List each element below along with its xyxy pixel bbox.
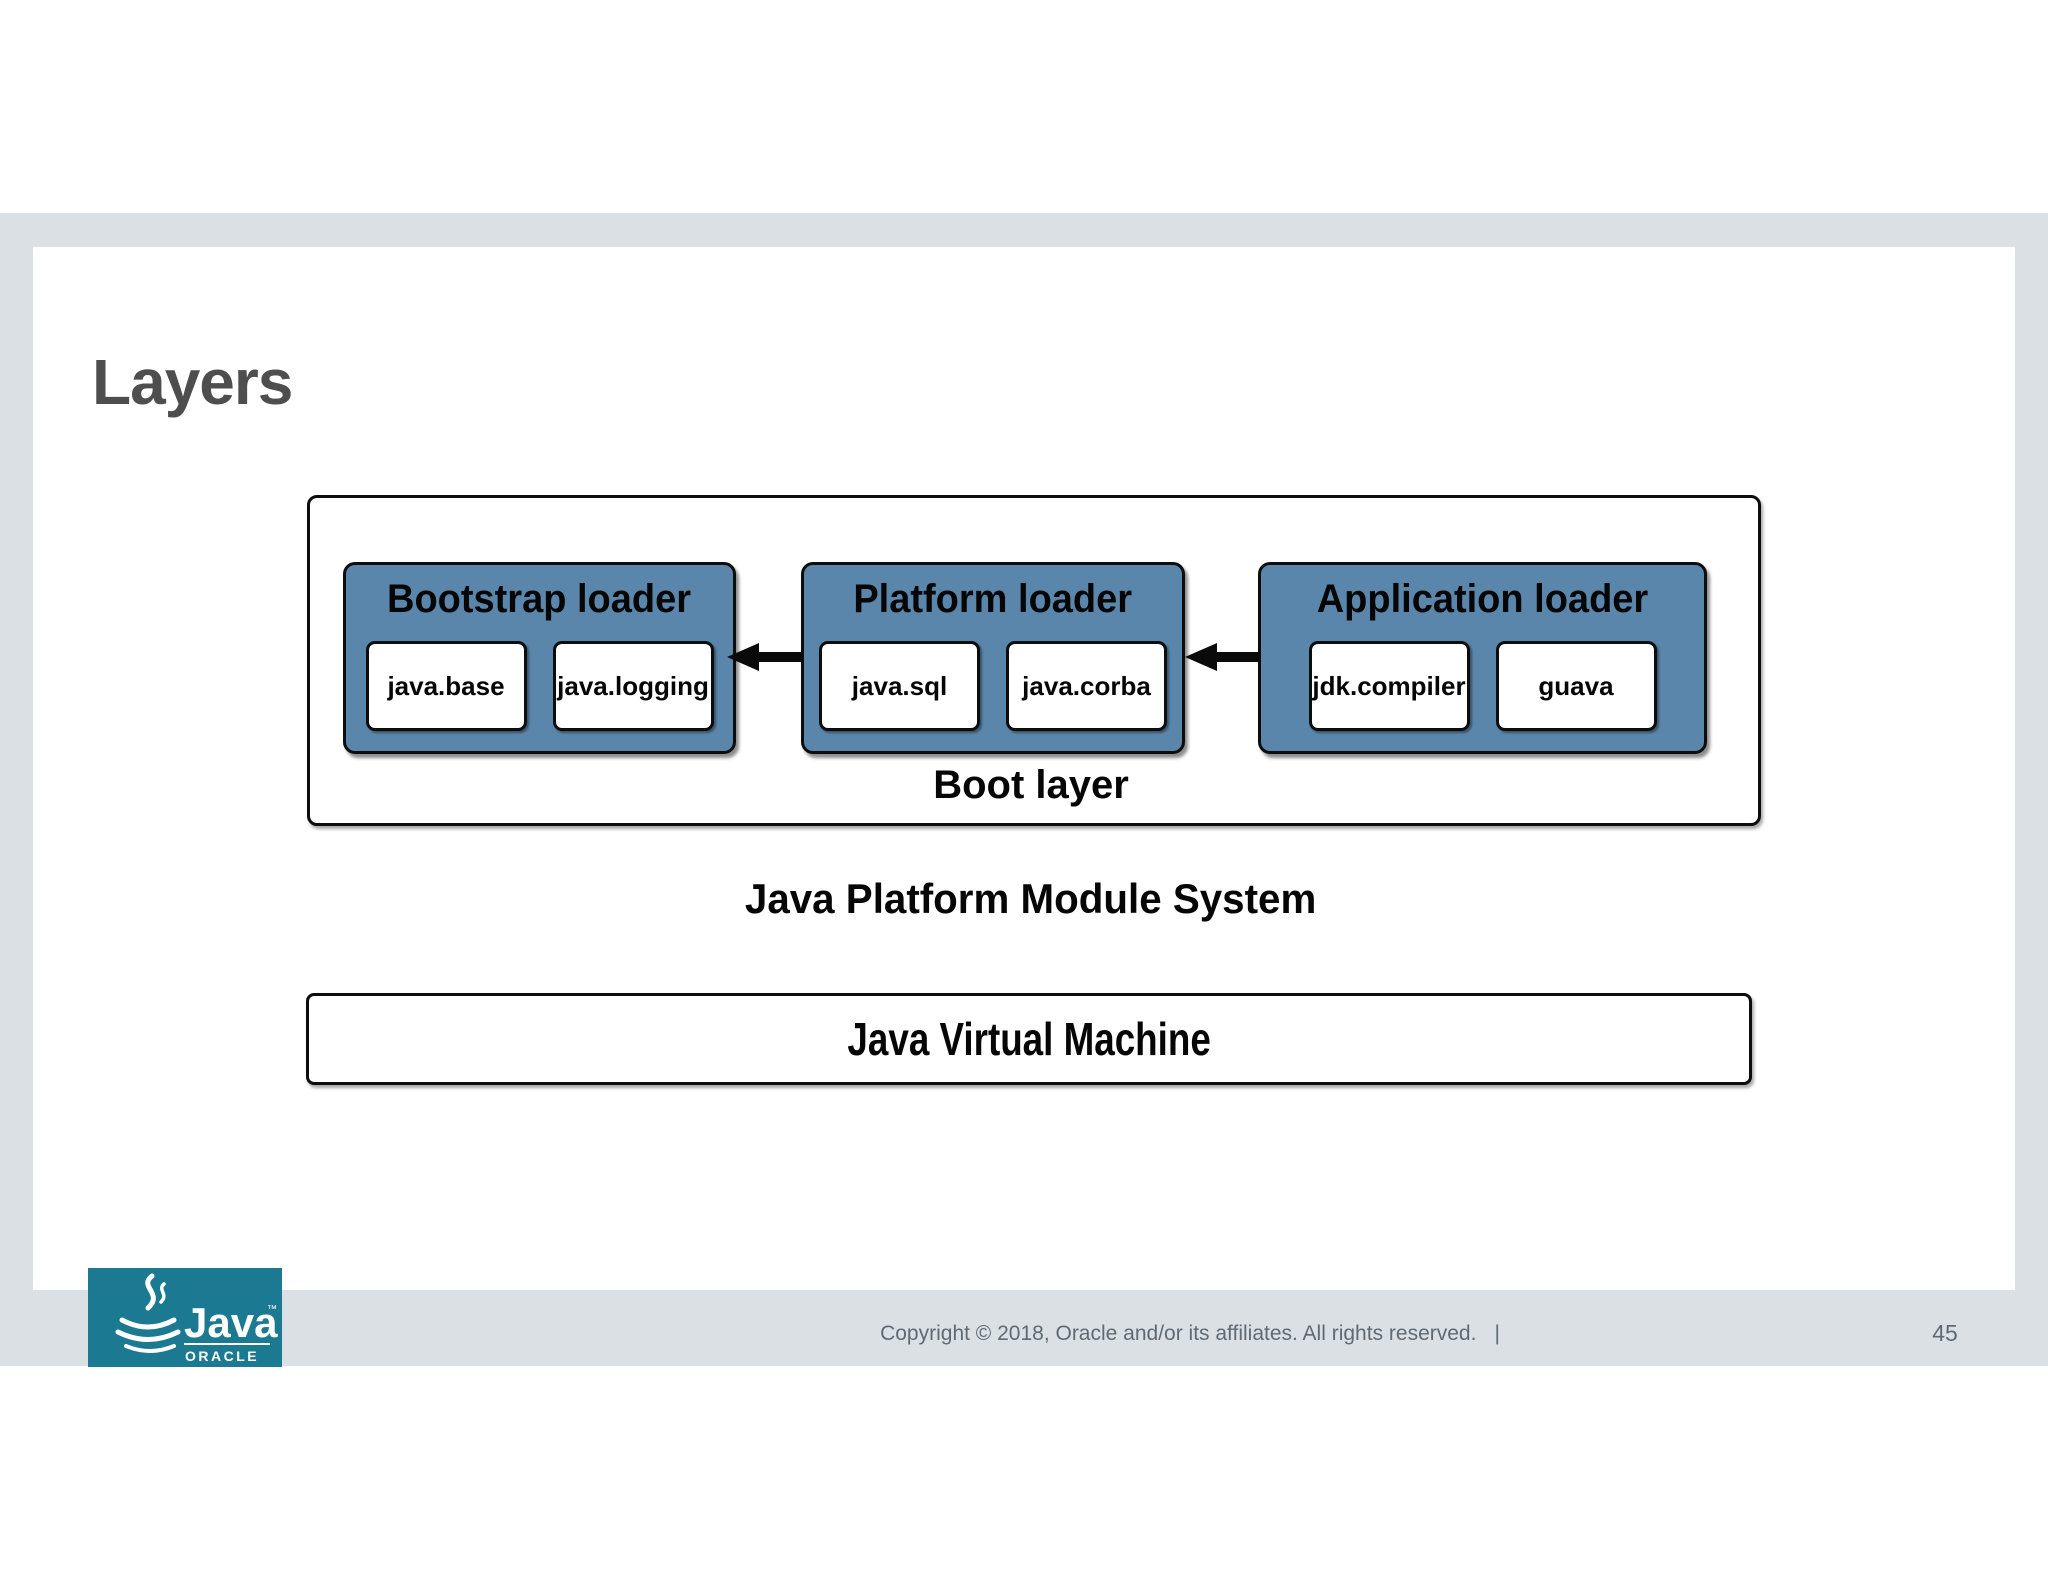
- java-oracle-logo: Java ™ ORACLE: [88, 1268, 282, 1367]
- module-label: java.base: [387, 670, 505, 701]
- module-label: guava: [1538, 670, 1614, 701]
- page-title: Layers: [92, 346, 293, 418]
- cup-arc-icon: [119, 1317, 177, 1330]
- module-box: guava: [1495, 641, 1657, 731]
- java-logo-icon: Java ™ ORACLE: [115, 1273, 278, 1364]
- slide-content-area: Layers Bootstrap loader java.base java.l…: [33, 247, 2015, 1290]
- logo-divider-line: [184, 1343, 270, 1345]
- logo-trademark: ™: [267, 1304, 277, 1315]
- module-row: java.sql java.corba: [804, 641, 1182, 731]
- footer-divider: |: [1494, 1322, 1500, 1345]
- module-row: java.base java.logging: [346, 641, 733, 731]
- logo-company-text: ORACLE: [185, 1348, 259, 1364]
- module-label: jdk.compiler: [1312, 670, 1466, 701]
- jvm-box: Java Virtual Machine: [306, 993, 1752, 1085]
- bootstrap-loader-box: Bootstrap loader java.base java.logging: [343, 562, 736, 754]
- copyright-text: Copyright © 2018, Oracle and/or its affi…: [880, 1322, 1500, 1345]
- loader-title: Bootstrap loader: [387, 577, 692, 621]
- cup-arc-icon: [115, 1329, 181, 1342]
- loader-title: Application loader: [1316, 577, 1649, 621]
- page-number: 45: [1932, 1320, 1958, 1346]
- module-label: java.sql: [851, 670, 948, 701]
- module-box: java.logging: [552, 641, 714, 731]
- steam-icon: [145, 1273, 156, 1311]
- module-label: java.corba: [1022, 670, 1151, 701]
- steam-small-icon: [159, 1282, 166, 1304]
- module-box: java.corba: [1006, 641, 1167, 731]
- loader-title: Platform loader: [853, 577, 1133, 621]
- jvm-label: Java Virtual Machine: [847, 1013, 1211, 1065]
- module-box: java.sql: [819, 641, 980, 731]
- left-arrow-icon: [1185, 643, 1260, 671]
- saucer-arc-icon: [124, 1344, 176, 1353]
- application-loader-box: Application loader jdk.compiler guava: [1258, 562, 1707, 754]
- jpms-label: Java Platform Module System: [745, 875, 1317, 922]
- module-row: jdk.compiler guava: [1261, 641, 1704, 731]
- boot-layer-label: Boot layer: [933, 763, 1129, 807]
- slide-frame: Layers Bootstrap loader java.base java.l…: [0, 213, 2048, 1366]
- left-arrow-icon: [727, 643, 803, 671]
- logo-brand-text: Java: [184, 1299, 278, 1346]
- platform-loader-box: Platform loader java.sql java.corba: [801, 562, 1185, 754]
- module-box: java.base: [365, 641, 527, 731]
- module-label: java.logging: [557, 670, 709, 701]
- module-box: jdk.compiler: [1308, 641, 1470, 731]
